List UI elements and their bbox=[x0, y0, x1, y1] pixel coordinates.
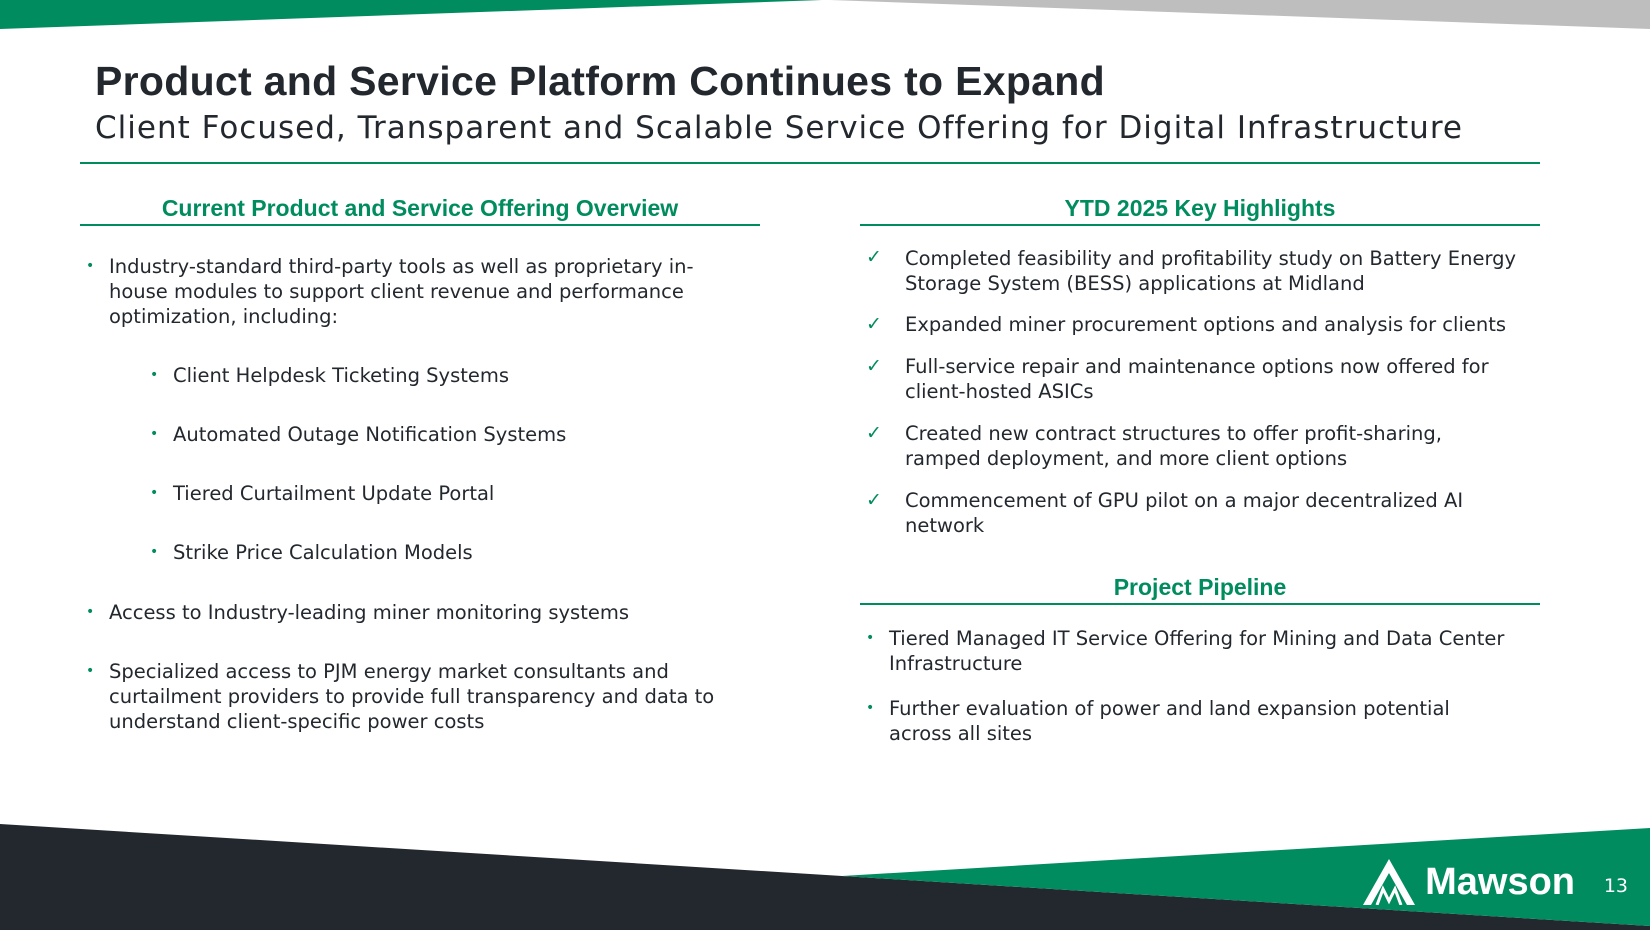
top-gray-band bbox=[830, 0, 1650, 29]
bullet-icon: • bbox=[150, 367, 159, 383]
highlight-item: Completed feasibility and profitability … bbox=[905, 247, 1517, 295]
highlight-item: Expanded miner procurement options and a… bbox=[905, 313, 1507, 336]
bullet-icon: • bbox=[150, 485, 159, 501]
overview-heading: Current Product and Service Offering Ove… bbox=[161, 195, 679, 221]
page-number: 13 bbox=[1603, 875, 1628, 897]
pipeline-heading: Project Pipeline bbox=[1113, 574, 1287, 600]
overview-divider bbox=[80, 224, 760, 226]
sub-list-item: Strike Price Calculation Models bbox=[173, 541, 473, 564]
bullet-icon: • bbox=[150, 544, 159, 560]
check-icon: ✓ bbox=[866, 489, 882, 511]
top-green-band bbox=[0, 0, 822, 29]
title-divider bbox=[80, 162, 1540, 164]
page-title: Product and Service Platform Continues t… bbox=[95, 58, 1105, 104]
bullet-icon: • bbox=[86, 663, 95, 679]
bullet-icon: • bbox=[866, 700, 875, 716]
check-icon: ✓ bbox=[866, 313, 882, 335]
sub-list-item: Client Helpdesk Ticketing Systems bbox=[173, 364, 510, 387]
highlight-item: Created new contract structures to offer… bbox=[905, 422, 1442, 470]
pipeline-item: Tiered Managed IT Service Offering for M… bbox=[889, 627, 1505, 675]
list-item: Access to Industry-leading miner monitor… bbox=[109, 601, 630, 624]
check-icon: ✓ bbox=[866, 422, 882, 444]
list-item: Specialized access to PJM energy market … bbox=[109, 660, 715, 733]
bullet-icon: • bbox=[86, 604, 95, 620]
brand-name: Mawson bbox=[1425, 860, 1575, 903]
pipeline-divider bbox=[860, 603, 1540, 605]
bullet-icon: • bbox=[150, 426, 159, 442]
mawson-mountain-icon bbox=[1363, 859, 1416, 905]
list-item: Industry-standard third-party tools as w… bbox=[109, 255, 694, 328]
check-icon: ✓ bbox=[866, 246, 882, 268]
mawson-logo: Mawson bbox=[1363, 859, 1575, 905]
highlight-item: Full-service repair and maintenance opti… bbox=[905, 355, 1489, 403]
bottom-dark-band bbox=[0, 824, 1650, 930]
bottom-green-band bbox=[842, 828, 1650, 926]
pipeline-item: Further evaluation of power and land exp… bbox=[889, 697, 1450, 745]
highlight-item: Commencement of GPU pilot on a major dec… bbox=[905, 489, 1464, 537]
sub-list-item: Automated Outage Notification Systems bbox=[173, 423, 567, 446]
highlights-divider bbox=[860, 224, 1540, 226]
bullet-icon: • bbox=[86, 258, 95, 274]
highlights-heading: YTD 2025 Key Highlights bbox=[1064, 195, 1336, 221]
page-subtitle: Client Focused, Transparent and Scalable… bbox=[95, 110, 1463, 146]
bullet-icon: • bbox=[866, 630, 875, 646]
check-icon: ✓ bbox=[866, 355, 882, 377]
sub-list-item: Tiered Curtailment Update Portal bbox=[173, 482, 495, 505]
